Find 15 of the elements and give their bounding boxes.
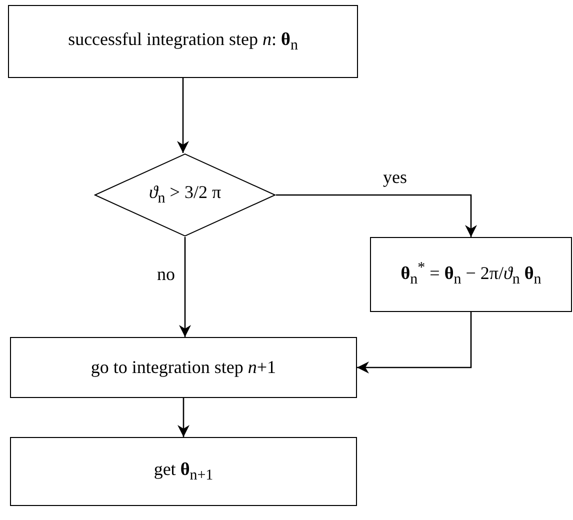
- arrow: [276, 194, 477, 237]
- arrow: [178, 398, 190, 437]
- decision-diamond: [94, 153, 276, 237]
- process-box: [10, 437, 357, 506]
- node-text: ϑ$_{n}$ > 3/2 π: [148, 182, 222, 208]
- node-text: go to integration step n+1: [90, 357, 276, 378]
- node-text: get θ$_{n+1}$: [154, 458, 214, 484]
- process-box: [8, 5, 358, 78]
- arrow: [179, 237, 191, 337]
- arrow: [357, 312, 472, 374]
- node-text: θ$_{n}$$^{*}$ = θ$_{n}$ − 2π/ϑ$_{n}$ θ$_{n}$: [400, 260, 542, 289]
- process-box: [370, 237, 572, 312]
- arrow: [177, 78, 189, 153]
- node-text: successful integration step n: θ$_{n}$: [68, 28, 298, 54]
- process-box: [10, 337, 357, 398]
